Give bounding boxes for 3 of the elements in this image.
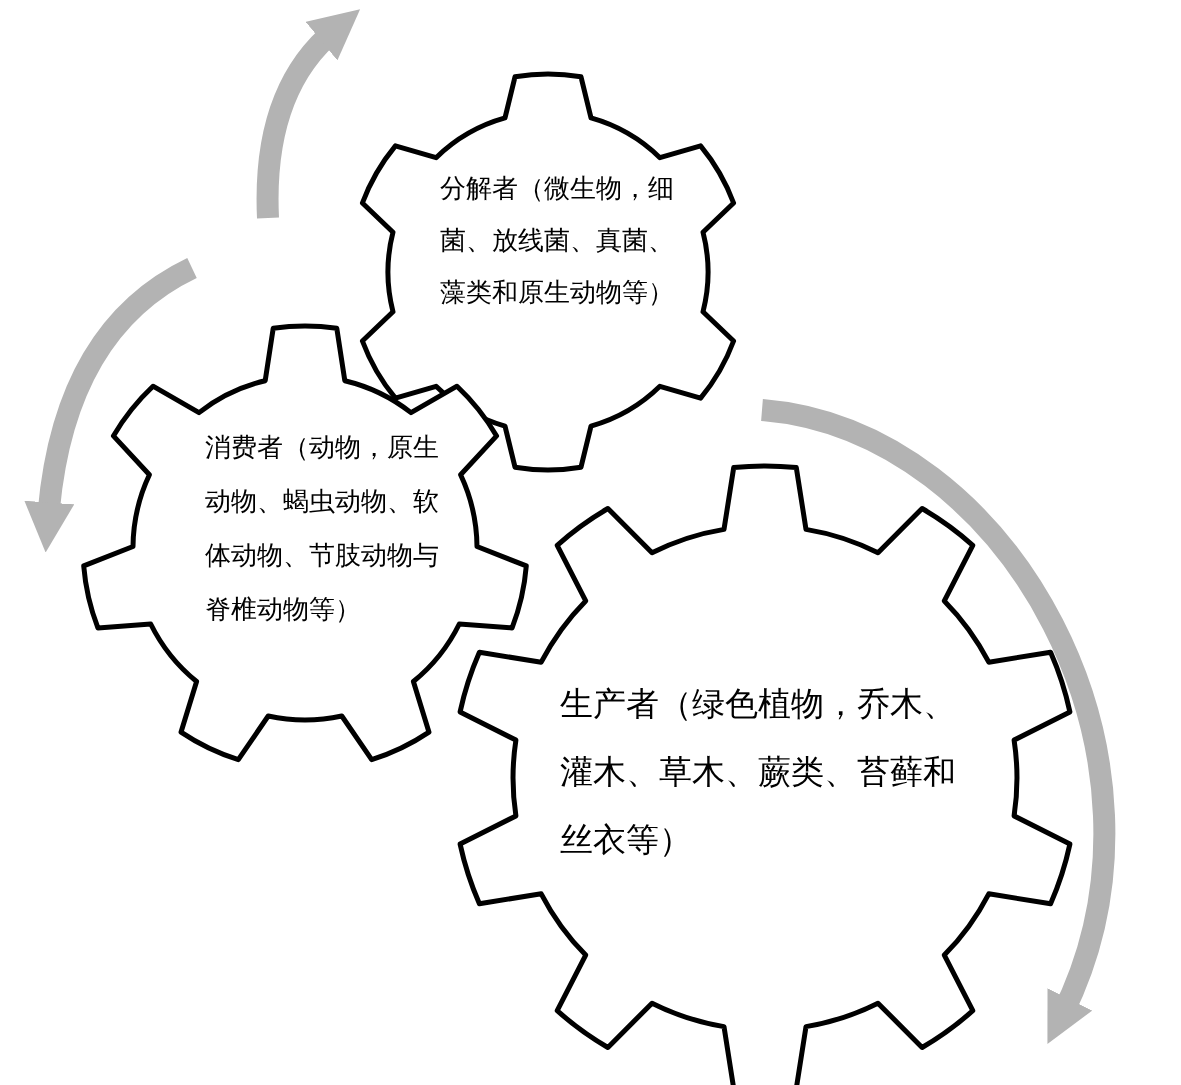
gear-label: 消费者（动物，原生动物、蝎虫动物、软体动物、节肢动物与脊椎动物等） xyxy=(205,431,440,626)
gear-label: 生产者（绿色植物，乔木、灌木、草木、蕨类、苔藓和丝衣等） xyxy=(560,683,957,861)
gear-label: 分解者（微生物，细菌、放线菌、真菌、藻类和原生动物等） xyxy=(440,172,675,309)
